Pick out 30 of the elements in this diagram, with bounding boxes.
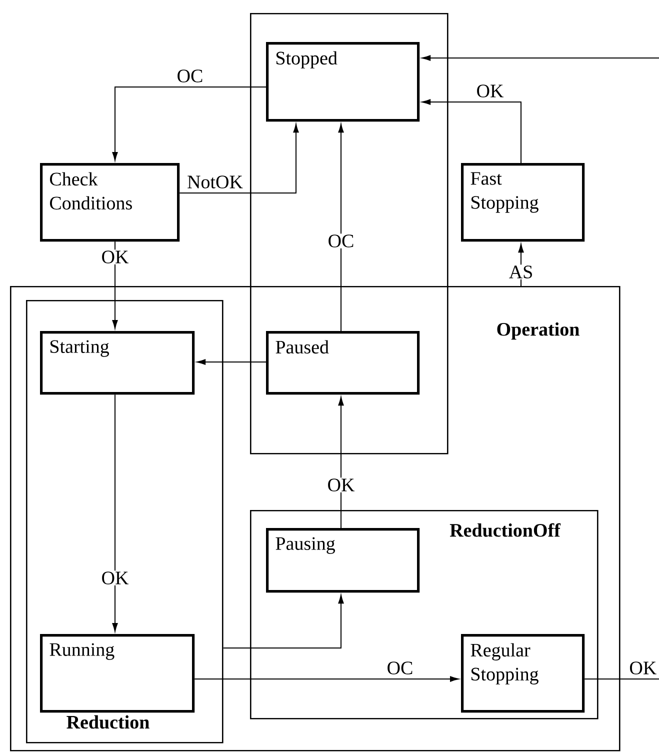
group-box: [250, 13, 448, 454]
arrow: [222, 594, 344, 648]
arrow: [179, 124, 299, 194]
edge-label: OK: [100, 250, 130, 264]
state-box: Running: [40, 634, 195, 713]
edge-label: OK: [100, 570, 130, 586]
arrow: [422, 99, 522, 164]
edge-label: OK: [475, 84, 505, 98]
edge-label: OK: [628, 660, 658, 676]
state-box: Stopped: [266, 42, 420, 122]
edge-label: OC: [326, 234, 356, 248]
state-box: Starting: [40, 331, 195, 395]
state-box: Fast Stopping: [461, 163, 585, 242]
arrow: [194, 676, 459, 682]
edge-label: OC: [176, 68, 204, 84]
state-box: Check Conditions: [40, 163, 180, 242]
arrow: [112, 86, 266, 161]
arrow: [422, 55, 659, 61]
edge-label: OC: [386, 660, 414, 676]
edge-label: NotOK: [186, 174, 244, 190]
edge-label: AS: [508, 264, 534, 280]
arrow: [338, 124, 344, 332]
state-box: Regular Stopping: [461, 634, 585, 713]
arrow: [112, 241, 118, 329]
state-box: Paused: [266, 331, 420, 395]
arrow: [338, 396, 344, 528]
state-box: Pausing: [266, 528, 420, 593]
edge-label: OK: [326, 478, 356, 492]
arrow: [196, 359, 266, 365]
arrow: [112, 394, 118, 632]
